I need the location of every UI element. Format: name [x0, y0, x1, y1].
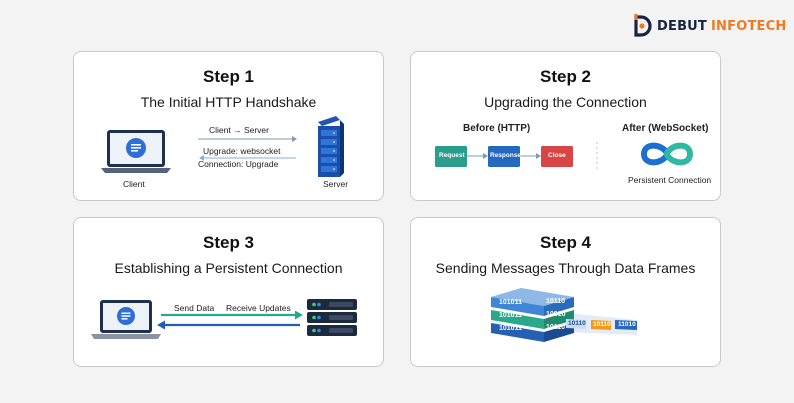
step-1-card: Step 1 The Initial HTTP Handshake — [73, 51, 384, 201]
step-4-title: Step 4 — [539, 233, 592, 252]
rack-server-icon — [307, 299, 357, 336]
debut-d-icon — [634, 14, 652, 37]
step-4-subtitle: Sending Messages Through Data Frames — [435, 260, 696, 276]
receive-updates-label: Receive Updates — [226, 303, 291, 313]
packet-1: 10110 — [568, 320, 586, 327]
layer-2-bits-a: 101011 — [499, 312, 522, 319]
step-3-title: Step 3 — [202, 233, 255, 252]
step-3-illustration — [91, 299, 357, 339]
layer-3-bits-b: 10110 — [546, 324, 566, 331]
layer-1-bits-b: 10110 — [546, 298, 566, 305]
flow-close: Close — [548, 152, 566, 159]
after-websocket-label: After (WebSocket) — [622, 123, 709, 134]
layer-2-bits-b: 10010 — [546, 311, 566, 318]
send-data-label: Send Data — [174, 303, 215, 313]
step-2-title: Step 2 — [539, 67, 592, 86]
layer-3-bits-a: 101011 — [499, 325, 522, 332]
request-arrow-label: Client → Server — [209, 125, 269, 135]
infinity-loop-icon — [640, 142, 694, 166]
flow-request: Request — [439, 152, 465, 159]
packet-2: 10110 — [593, 321, 611, 328]
step-4-illustration — [491, 288, 637, 342]
server-tower-icon — [318, 116, 344, 177]
upgrade-header-label: Upgrade: websocket — [203, 146, 281, 156]
step-3-subtitle: Establishing a Persistent Connection — [114, 260, 343, 276]
step-3-card: Step 3 Establishing a Persistent Connect… — [73, 217, 384, 367]
step-2-illustration — [435, 142, 694, 172]
flow-response: Response — [490, 152, 522, 159]
brand-name-secondary: INFOTECH — [711, 18, 787, 34]
server-label: Server — [323, 179, 349, 189]
layer-1-bits-a: 101011 — [499, 299, 522, 306]
connection-header-label: Connection: Upgrade — [198, 159, 279, 169]
step-1-subtitle: The Initial HTTP Handshake — [140, 94, 317, 110]
step-2-subtitle: Upgrading the Connection — [484, 94, 647, 110]
persistent-connection-label: Persistent Connection — [628, 175, 712, 185]
step-1-title: Step 1 — [202, 67, 255, 86]
brand-name-primary: DEBUT — [657, 18, 708, 34]
client-label: Client — [123, 179, 145, 189]
packet-3: 11010 — [618, 321, 636, 328]
step-2-card: Step 2 Upgrading the Connection Before (… — [410, 51, 721, 201]
client-laptop-icon — [91, 300, 161, 339]
client-laptop-icon — [101, 130, 171, 173]
step-4-card: Step 4 Sending Messages Through Data Fra… — [410, 217, 721, 367]
step-1-illustration — [101, 116, 344, 177]
before-http-label: Before (HTTP) — [463, 123, 531, 134]
